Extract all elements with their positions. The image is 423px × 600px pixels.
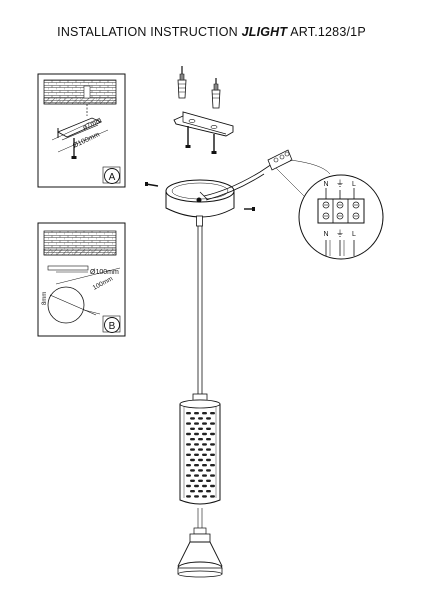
- perforation-hole: [198, 458, 203, 462]
- perforation-hole: [194, 484, 199, 488]
- perforation-hole: [198, 438, 203, 441]
- panel-b-badge-label: B: [109, 321, 116, 332]
- perforation-hole: [202, 412, 207, 415]
- perforation-hole: [190, 490, 195, 493]
- perforation-hole: [210, 422, 215, 425]
- perforation-hole: [202, 443, 207, 446]
- perforation-hole: [198, 448, 203, 451]
- panel-a: ø7mm Ø100mm A: [37, 73, 126, 188]
- perforation-hole: [206, 448, 211, 451]
- perforation-hole: [194, 464, 199, 467]
- perforation-hole: [202, 453, 207, 456]
- terminal-bottom-n: N: [323, 231, 328, 238]
- terminal-bottom-earth: ⏚: [336, 229, 344, 238]
- perforation-hole: [190, 438, 195, 441]
- perforation-hole: [210, 453, 215, 456]
- panel-b-frame: [37, 222, 126, 337]
- panel-b-radius: 100mm: [92, 275, 114, 291]
- perforation-hole: [210, 495, 215, 498]
- perforation-hole: [186, 495, 191, 498]
- perforation-hole: [186, 432, 191, 436]
- perforation-hole: [202, 484, 207, 488]
- perforation-hole: [210, 474, 215, 477]
- perforation-hole: [198, 469, 203, 472]
- title-prefix: INSTALLATION INSTRUCTION: [57, 25, 238, 39]
- perforation-hole: [206, 458, 211, 462]
- perforation-hole: [186, 443, 191, 446]
- perforation-hole: [186, 484, 191, 488]
- perforation-hole: [210, 432, 215, 436]
- perforation-hole: [202, 474, 207, 477]
- perforation-hole: [198, 490, 203, 493]
- perforation-hole: [206, 427, 211, 430]
- perforation-hole: [202, 464, 207, 467]
- perforation-hole: [190, 417, 195, 420]
- perforation-hole: [210, 443, 215, 446]
- perforation-hole: [198, 427, 203, 430]
- terminal-top-l: L: [352, 181, 356, 188]
- perforation-hole: [210, 464, 215, 467]
- perforation-hole: [198, 479, 203, 482]
- terminal-block-small: [267, 149, 293, 171]
- perforation-hole: [186, 464, 191, 467]
- perforation-hole: [210, 412, 215, 415]
- panel-b-diameter: Ø100mm: [90, 269, 119, 276]
- panel-a-badge-label: A: [109, 172, 116, 183]
- perforation-hole: [198, 417, 203, 420]
- perforation-hole: [206, 479, 211, 482]
- panel-b-badge: [104, 317, 120, 333]
- lamp-body: [179, 393, 221, 505]
- perforation-hole: [186, 422, 191, 425]
- perforation-hole: [186, 412, 191, 415]
- perforation-hole: [190, 427, 195, 430]
- perforation-hole: [194, 474, 199, 477]
- perforation-hole: [194, 432, 199, 436]
- document-title: INSTALLATION INSTRUCTION JLIGHT ART.1283…: [0, 25, 423, 39]
- wiring: [203, 149, 331, 201]
- perforation-hole: [186, 453, 191, 456]
- wall-anchors: [177, 66, 221, 109]
- terminal-detail: N ⏚ L N ⏚ L: [298, 174, 384, 260]
- perforation-hole: [202, 422, 207, 425]
- mounting-bracket: [173, 111, 234, 154]
- terminal-top-n: N: [323, 181, 328, 188]
- ceiling-canopy: [145, 179, 255, 218]
- terminal-bottom-l: L: [352, 231, 356, 238]
- panel-b-small-dim: 8mm: [42, 292, 48, 305]
- perforation-hole: [206, 490, 211, 493]
- perforation-hole: [194, 412, 199, 415]
- perforation-hole: [186, 474, 191, 477]
- lamp-perforation: [186, 412, 215, 498]
- title-brand: JLIGHT: [241, 25, 288, 39]
- panel-b-circle: [47, 286, 85, 324]
- perforation-hole: [194, 422, 199, 425]
- perforation-hole: [206, 438, 211, 441]
- perforation-hole: [210, 484, 215, 488]
- perforation-hole: [202, 432, 207, 436]
- perforation-hole: [190, 469, 195, 472]
- perforation-hole: [194, 443, 199, 446]
- suspension-cable: [196, 215, 203, 395]
- perforation-hole: [206, 417, 211, 420]
- gu10-bulb: [177, 508, 223, 578]
- perforation-hole: [206, 469, 211, 472]
- panel-b: Ø100mm 100mm 8mm B: [37, 222, 126, 337]
- title-article: ART.1283/1P: [290, 25, 366, 39]
- perforation-hole: [190, 458, 195, 462]
- perforation-hole: [194, 495, 199, 498]
- panel-a-badge: [104, 168, 120, 184]
- terminal-top-earth: ⏚: [336, 179, 344, 188]
- perforation-hole: [190, 448, 195, 451]
- perforation-hole: [202, 495, 207, 498]
- panel-a-frame: [37, 73, 126, 188]
- perforation-hole: [194, 453, 199, 456]
- perforation-hole: [190, 479, 195, 482]
